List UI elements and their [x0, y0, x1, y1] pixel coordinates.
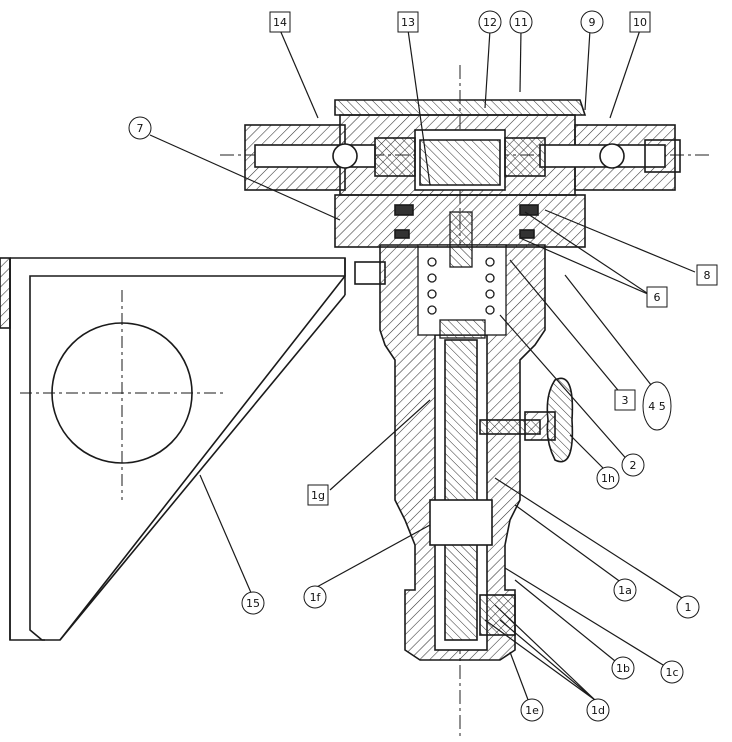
leader-lines — [149, 29, 696, 706]
callout-1c-label: 1c — [665, 666, 678, 679]
callout-12: 12 — [478, 10, 502, 34]
right-port — [504, 124, 681, 191]
valve-body — [379, 244, 546, 661]
spring-chamber — [417, 211, 507, 339]
callout-7-label: 7 — [137, 122, 144, 135]
callout-1h: 1h — [596, 466, 620, 490]
callout-1c: 1c — [660, 660, 684, 684]
callout-13-label: 13 — [401, 16, 415, 29]
callout-15-label: 15 — [246, 597, 260, 610]
callout-1f: 1f — [303, 585, 327, 609]
handwheel — [479, 377, 574, 463]
callout-6: 6 — [646, 286, 668, 308]
callout-3-label: 3 — [622, 394, 629, 407]
callout-10: 10 — [629, 11, 651, 33]
callout-9-label: 9 — [589, 16, 596, 29]
callout-9: 9 — [580, 10, 604, 34]
mounting-bracket — [0, 257, 386, 641]
callout-11: 11 — [509, 10, 533, 34]
callout-1d-label: 1d — [591, 704, 605, 717]
callout-2: 2 — [621, 453, 645, 477]
callout-1d: 1d — [586, 698, 610, 722]
middle-flange — [334, 194, 586, 248]
callout-12-label: 12 — [483, 16, 497, 29]
callout-1g-label: 1g — [311, 489, 325, 502]
callout-3: 3 — [614, 389, 636, 411]
callout-1h-label: 1h — [601, 472, 615, 485]
callout-1a-label: 1a — [618, 584, 632, 597]
callout-10-label: 10 — [633, 16, 647, 29]
callout-15: 15 — [241, 591, 265, 615]
callout-1a: 1a — [613, 578, 637, 602]
callout-1f-label: 1f — [310, 591, 322, 604]
callout-13: 13 — [397, 11, 419, 33]
callout-4-5: 4 5 — [642, 381, 672, 431]
callout-1e-label: 1e — [525, 704, 539, 717]
callout-8: 8 — [696, 264, 718, 286]
callout-1-label: 1 — [685, 601, 692, 614]
callout-6-label: 6 — [654, 291, 661, 304]
callout-2-label: 2 — [630, 459, 637, 472]
callout-4-5-label: 4 5 — [648, 400, 666, 413]
callout-1b: 1b — [611, 656, 635, 680]
callout-1: 1 — [676, 595, 700, 619]
bracket-hole — [20, 290, 225, 500]
callout-14-label: 14 — [273, 16, 287, 29]
callout-11-label: 11 — [514, 16, 528, 29]
callout-1g: 1g — [307, 484, 329, 506]
callout-1e: 1e — [520, 698, 544, 722]
callout-14: 14 — [269, 11, 291, 33]
callout-7: 7 — [128, 116, 152, 140]
left-port — [244, 124, 416, 191]
callout-1b-label: 1b — [616, 662, 630, 675]
callout-8-label: 8 — [704, 269, 711, 282]
